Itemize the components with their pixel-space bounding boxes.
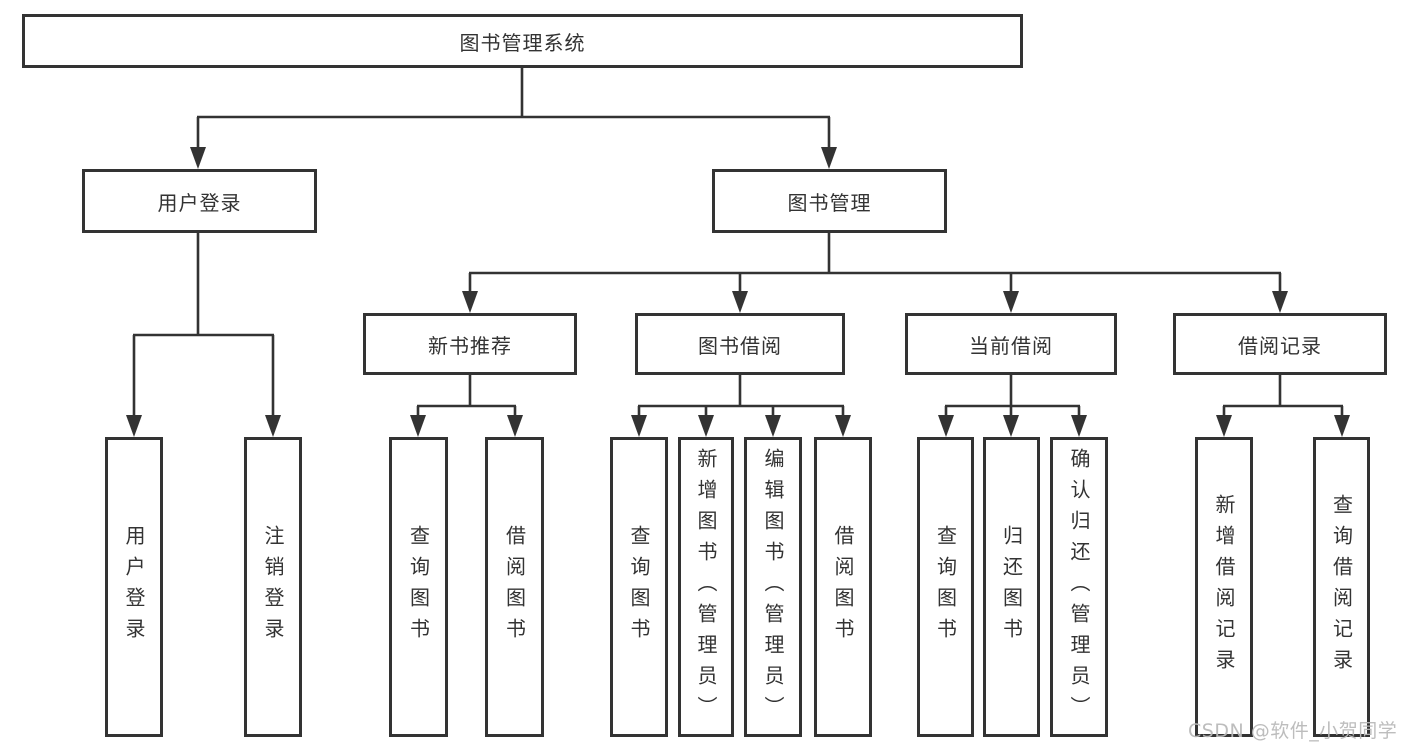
connector-newbook-to-leaves	[416, 375, 517, 432]
leaf-add-books-admin: 新增图书（管理员）	[678, 437, 734, 737]
node-user-login-label: 用户登录	[157, 190, 242, 215]
leaf-borrow-books-recommend-label: 借阅图书	[502, 525, 527, 649]
leaf-edit-books-admin: 编辑图书（管理员）	[744, 437, 802, 737]
leaf-borrow-books-label: 借阅图书	[831, 525, 855, 649]
connector-records-to-leaves	[1222, 375, 1344, 432]
node-borrow-records: 借阅记录	[1173, 313, 1387, 375]
leaf-borrow-books-recommend: 借阅图书	[485, 437, 544, 737]
node-new-book-recommend: 新书推荐	[363, 313, 577, 375]
leaf-query-books-recommend-label: 查询图书	[406, 525, 431, 649]
node-book-borrow-label: 图书借阅	[698, 333, 782, 358]
leaf-query-borrow-record-label: 查询借阅记录	[1329, 494, 1354, 680]
node-new-book-recommend-label: 新书推荐	[428, 333, 512, 358]
leaf-confirm-return-admin-label: 确认归还（管理员）	[1067, 447, 1091, 727]
leaf-user-login-label: 用户登录	[122, 525, 146, 649]
leaf-query-books-borrow: 查询图书	[610, 437, 668, 737]
node-root-system-label: 图书管理系统	[459, 30, 586, 55]
node-book-borrow: 图书借阅	[635, 313, 845, 375]
connector-bookborrow-to-leaves	[637, 375, 845, 432]
leaf-borrow-books: 借阅图书	[814, 437, 872, 737]
leaf-return-books-label: 归还图书	[999, 525, 1024, 649]
arrowheads	[126, 147, 1350, 437]
node-current-borrow-label: 当前借阅	[969, 333, 1053, 358]
leaf-logout: 注销登录	[244, 437, 302, 737]
leaf-query-books-current-label: 查询图书	[933, 525, 958, 649]
leaf-logout-label: 注销登录	[261, 525, 285, 649]
leaf-add-books-admin-label: 新增图书（管理员）	[694, 447, 718, 727]
leaf-user-login: 用户登录	[105, 437, 163, 737]
connector-userlogin-to-leaves	[132, 233, 275, 432]
node-book-management-label: 图书管理	[787, 190, 872, 215]
watermark: CSDN @软件_小贺同学	[1188, 720, 1398, 742]
leaf-add-borrow-record-label: 新增借阅记录	[1212, 494, 1236, 680]
leaf-add-borrow-record: 新增借阅记录	[1195, 437, 1253, 737]
leaf-query-books-borrow-label: 查询图书	[627, 525, 651, 649]
leaf-confirm-return-admin: 确认归还（管理员）	[1050, 437, 1108, 737]
node-current-borrow: 当前借阅	[905, 313, 1117, 375]
leaf-query-books-recommend: 查询图书	[389, 437, 448, 737]
connector-root-to-level2	[196, 68, 831, 164]
node-borrow-records-label: 借阅记录	[1238, 333, 1322, 358]
leaf-query-books-current: 查询图书	[917, 437, 974, 737]
connector-bookmgmt-to-level3	[468, 233, 1282, 308]
leaf-return-books: 归还图书	[983, 437, 1040, 737]
node-root-system: 图书管理系统	[22, 14, 1023, 68]
node-book-management: 图书管理	[712, 169, 947, 233]
leaf-query-borrow-record: 查询借阅记录	[1313, 437, 1370, 737]
node-user-login: 用户登录	[82, 169, 317, 233]
leaf-edit-books-admin-label: 编辑图书（管理员）	[761, 447, 785, 727]
